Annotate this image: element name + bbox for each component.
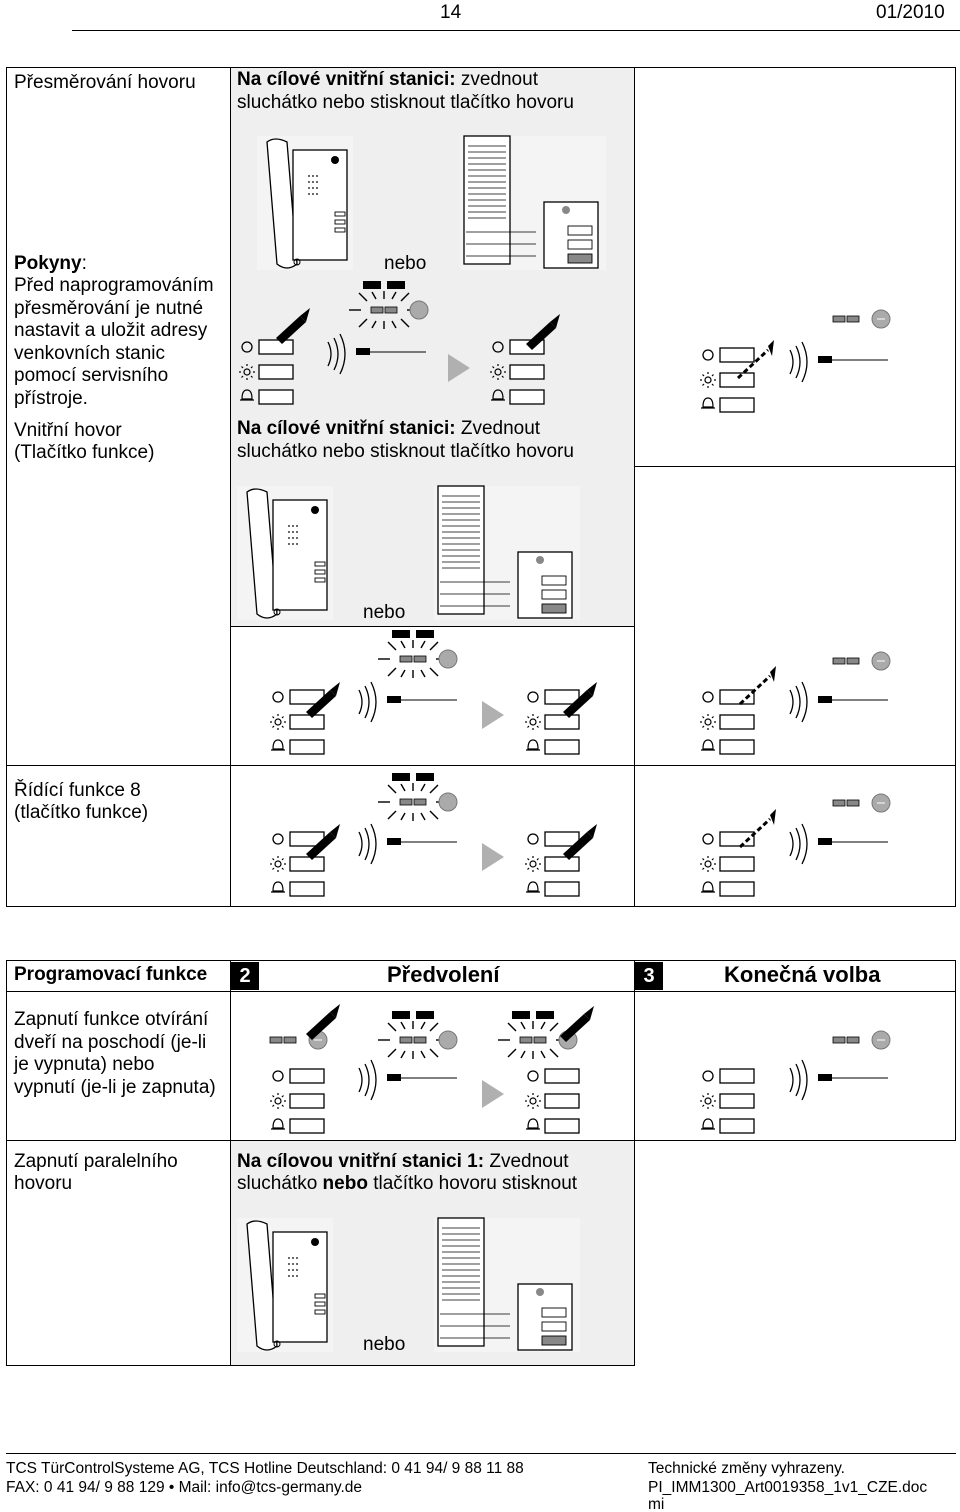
press-arrow-icon xyxy=(560,1006,594,1042)
blinking-leds xyxy=(377,772,458,822)
notes-line-3: nastavit a uložit adresy xyxy=(14,320,208,341)
table2-row2-label-line1: Zapnutí paralelního xyxy=(14,1151,178,1172)
button-panel xyxy=(699,1068,755,1134)
table1-row1-step3-cell xyxy=(634,67,956,467)
press-arrow-icon xyxy=(306,824,340,860)
ringing-icon xyxy=(327,333,427,375)
leds-icon xyxy=(832,1030,891,1050)
ringing-icon xyxy=(789,681,889,723)
programming-function-header: Programovací funkce xyxy=(14,964,208,985)
dashed-arrow-icon xyxy=(738,664,778,706)
notes-line-2: přesměrování je nutné xyxy=(14,298,204,319)
dashed-arrow-icon xyxy=(738,807,778,849)
door-panel-illustration xyxy=(459,135,607,271)
notes-line-4: venkovních stanic xyxy=(14,343,166,364)
row3-label-line2: (tlačítko funkce) xyxy=(14,802,149,823)
row-divider xyxy=(6,1140,231,1141)
press-arrow-icon xyxy=(563,682,597,718)
page-number: 14 xyxy=(440,2,462,23)
press-arrow-icon xyxy=(526,314,560,350)
press-arrow-icon xyxy=(306,682,340,718)
header-divider xyxy=(230,960,231,992)
row3-divider xyxy=(6,765,231,766)
table2-row2-label-line2: hovoru xyxy=(14,1173,73,1194)
dashed-arrow-icon xyxy=(736,338,776,380)
table2-row1-line2: dveří na poschodí (je-li xyxy=(14,1032,207,1053)
ringing-icon xyxy=(358,1059,458,1101)
notes-line-1: Před naprogramováním xyxy=(14,275,214,296)
row1-label: Přesměrování hovoru xyxy=(14,72,196,93)
press-arrow-icon xyxy=(563,824,597,860)
ringing-icon xyxy=(358,823,458,865)
row3-label-line1: Řídící funkce 8 xyxy=(14,780,141,801)
notes-line-5: pomocí servisního xyxy=(14,365,169,386)
footer-contact-line2: FAX: 0 41 94/ 9 88 129 • Mail: info@tcs-… xyxy=(6,1479,363,1496)
row2-instruction: Na cílové vnitřní stanici: Zvednout xyxy=(237,418,541,439)
table2-row1-line4: vypnutí (je-li je zapnuta) xyxy=(14,1077,216,1098)
step3-number: 3 xyxy=(635,962,663,990)
blinking-leds xyxy=(377,629,458,679)
notes-title: Pokyny: xyxy=(14,253,87,274)
or-label: nebo xyxy=(363,602,406,623)
table1-row3-step3-cell xyxy=(634,765,956,907)
footer-filename: PI_IMM1300_Art0019358_1v1_CZE.doc xyxy=(648,1479,928,1496)
row2-label-line1: Vnitřní hovor xyxy=(14,420,122,441)
button-panel xyxy=(269,1068,325,1134)
step3-label: Konečná volba xyxy=(724,962,881,987)
header-divider xyxy=(634,960,635,992)
ringing-icon xyxy=(789,1059,889,1101)
row2-instruction-line2: sluchátko nebo stisknout tlačítko hovoru xyxy=(237,441,574,462)
row2-label-line2: (Tlačítko funkce) xyxy=(14,442,155,463)
table2-row1-line3: je vypnuta) nebo xyxy=(14,1054,155,1075)
handset-illustration xyxy=(236,1217,334,1353)
step2-label: Předvolení xyxy=(387,962,500,987)
table2-row1-step3-cell xyxy=(634,991,956,1141)
press-arrow-icon xyxy=(276,308,310,344)
footer-notice: Technické změny vyhrazeny. xyxy=(648,1460,845,1477)
ringing-icon xyxy=(358,681,458,723)
press-arrow-icon xyxy=(306,1004,340,1040)
footer-filename-suffix: mi xyxy=(648,1496,665,1512)
leds-icon xyxy=(832,651,891,671)
next-step-icon xyxy=(448,354,470,382)
row1-instruction: Na cílové vnitřní stanici: zvednout xyxy=(237,69,538,90)
blinking-leds xyxy=(348,280,429,330)
table2-row2-instruction-line2: sluchátko nebo tlačítko hovoru stisknout xyxy=(237,1173,578,1194)
or-label: nebo xyxy=(384,253,427,274)
header-rule xyxy=(72,30,960,31)
door-panel-illustration xyxy=(433,1217,581,1353)
table2-row1-line1: Zapnutí funkce otvírání xyxy=(14,1009,209,1030)
ringing-icon xyxy=(789,341,889,383)
next-step-icon xyxy=(482,843,504,871)
footer-rule xyxy=(6,1453,956,1454)
step2-number: 2 xyxy=(231,962,259,990)
next-step-icon xyxy=(482,1080,504,1108)
blinking-leds xyxy=(377,1010,458,1060)
leds-icon xyxy=(832,309,891,329)
row1-instruction-line2: sluchátko nebo stisknout tlačítko hovoru xyxy=(237,92,574,113)
handset-illustration xyxy=(236,485,334,621)
footer-contact-line1: TCS TürControlSysteme AG, TCS Hotline De… xyxy=(6,1460,524,1477)
next-step-icon xyxy=(482,701,504,729)
ringing-icon xyxy=(789,823,889,865)
handset-illustration xyxy=(256,135,354,271)
document-date: 01/2010 xyxy=(876,2,945,23)
table2-row2-instruction: Na cílovou vnitřní stanici 1: Zvednout xyxy=(237,1151,569,1172)
or-label: nebo xyxy=(363,1334,406,1355)
button-panel xyxy=(524,1068,580,1134)
notes-line-6: přístroje. xyxy=(14,388,88,409)
door-panel-illustration xyxy=(433,485,581,621)
leds-icon xyxy=(832,793,891,813)
